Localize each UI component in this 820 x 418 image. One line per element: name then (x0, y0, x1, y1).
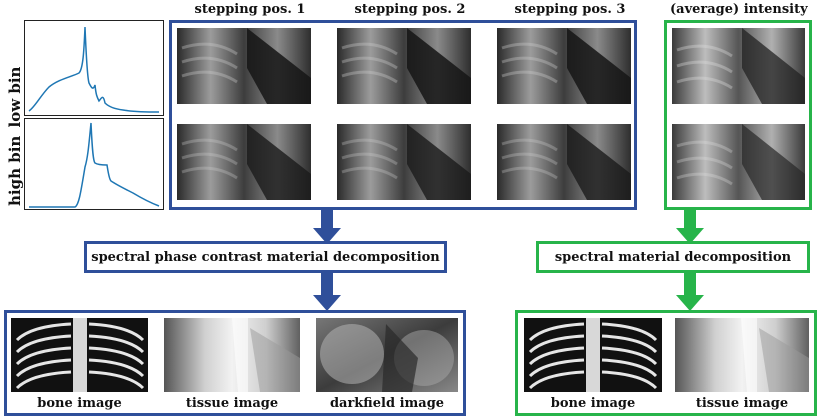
column-header-stepping-1: stepping pos. 1 (194, 2, 306, 17)
bone-image-left (11, 318, 148, 392)
spectrum-plot-high-bin (24, 118, 164, 210)
spectrum-plot-low-bin (24, 20, 164, 116)
material-output-frame (515, 310, 817, 416)
column-header-stepping-3: stepping pos. 3 (514, 2, 626, 17)
output-label-darkfield-left: darkfield image (329, 396, 445, 411)
xray-high-bin-intensity (672, 124, 805, 200)
arrow-down-left-bottom (313, 273, 341, 311)
column-header-stepping-2: stepping pos. 2 (354, 2, 466, 17)
xray-high-bin-stepping-3 (497, 124, 631, 200)
tissue-image-left (164, 318, 300, 392)
xray-low-bin-stepping-2 (337, 28, 471, 104)
xray-low-bin-stepping-3 (497, 28, 631, 104)
xray-high-bin-stepping-2 (337, 124, 471, 200)
row-label-high-bin: high bin (6, 135, 24, 206)
output-label-tissue-left: tissue image (185, 396, 279, 411)
xray-high-bin-stepping-1 (177, 124, 311, 200)
output-label-bone-left: bone image (37, 396, 122, 411)
output-label-bone-right: bone image (550, 396, 636, 411)
xray-low-bin-stepping-1 (177, 28, 311, 104)
bone-image-right (524, 318, 662, 392)
stepping-images-frame (169, 20, 637, 210)
arrow-down-left-top (313, 210, 341, 244)
arrow-down-right-top (676, 210, 704, 244)
spectrum-curve-high (29, 122, 160, 208)
row-label-low-bin: low bin (6, 66, 24, 128)
intensity-images-frame (664, 20, 812, 210)
spectral-material-decomposition-box: spectral material decomposition (536, 241, 810, 273)
column-header-average-intensity: (average) intensity (670, 2, 808, 17)
output-label-tissue-right: tissue image (695, 396, 789, 411)
darkfield-image-left (316, 318, 458, 392)
xray-low-bin-intensity (672, 28, 805, 104)
tissue-image-right (675, 318, 809, 392)
spectral-phase-contrast-box: spectral phase contrast material decompo… (84, 241, 447, 273)
spectrum-curve-low (28, 26, 160, 113)
arrow-down-right-bottom (676, 273, 704, 311)
phase-contrast-output-frame (4, 310, 466, 416)
